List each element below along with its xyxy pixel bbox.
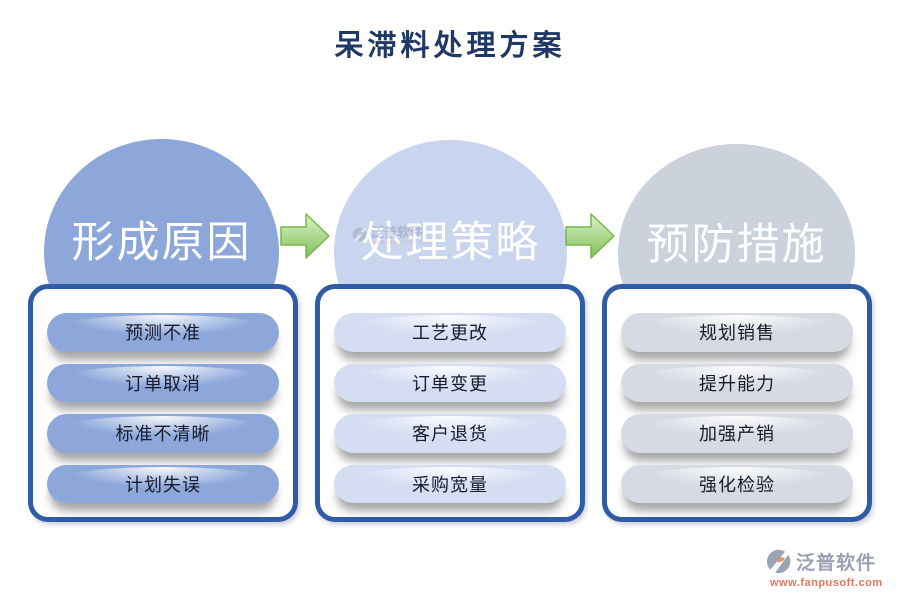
- watermark-logo-icon: [352, 227, 367, 242]
- list-item: 标准不清晰: [47, 414, 279, 453]
- list-item: 预测不准: [47, 313, 279, 352]
- circle-prevention-label: 预防措施: [646, 220, 827, 269]
- list-item: 强化检验: [621, 464, 853, 503]
- list-item-label: 客户退货: [412, 424, 488, 445]
- brand-logo-icon: [766, 549, 792, 575]
- list-item: 工艺更改: [334, 313, 566, 352]
- list-item-label: 提升能力: [699, 373, 775, 394]
- list-item-label: 规划销售: [699, 323, 775, 344]
- list-item: 加强产销: [621, 414, 853, 453]
- prevention-list-box: 规划销售 提升能力 加强产销 强化检验: [602, 284, 872, 522]
- list-item: 规划销售: [621, 313, 853, 352]
- page-title: 呆滞料处理方案: [334, 30, 566, 62]
- list-item: 客户退货: [334, 414, 566, 453]
- list-item-label: 订单取消: [125, 373, 201, 394]
- list-item-label: 标准不清晰: [115, 424, 211, 445]
- watermark-url: www.fanpusoft.com: [371, 240, 432, 246]
- list-item-label: 采购宽量: [412, 474, 488, 495]
- list-item-label: 加强产销: [699, 424, 775, 445]
- list-item-label: 工艺更改: [412, 323, 488, 344]
- list-item-label: 订单变更: [412, 373, 488, 394]
- strategies-list-box: 工艺更改 订单变更 客户退货 采购宽量: [315, 284, 585, 522]
- list-item: 计划失误: [47, 464, 279, 503]
- list-item-label: 计划失误: [125, 474, 201, 495]
- list-item-label: 强化检验: [699, 474, 775, 495]
- list-item: 提升能力: [621, 363, 853, 402]
- watermark-text: 泛普软件: [371, 225, 424, 240]
- arrow-right-icon: [280, 213, 330, 259]
- causes-list-box: 预测不准 订单取消 标准不清晰 计划失误: [28, 284, 298, 522]
- list-item: 订单取消: [47, 363, 279, 402]
- list-item-label: 预测不准: [125, 323, 201, 344]
- brand-logo: 泛普软件 www.fanpusoft.com: [766, 547, 883, 589]
- list-item: 订单变更: [334, 363, 566, 402]
- circle-causes-label: 形成原因: [71, 219, 252, 267]
- brand-url: www.fanpusoft.com: [770, 577, 883, 589]
- brand-name: 泛普软件: [796, 553, 877, 574]
- watermark: 泛普软件 www.fanpusoft.com: [352, 226, 432, 247]
- circle-strategies-label: 处理策略: [360, 219, 541, 267]
- arrow-right-icon: [565, 213, 615, 259]
- list-item: 采购宽量: [334, 464, 566, 503]
